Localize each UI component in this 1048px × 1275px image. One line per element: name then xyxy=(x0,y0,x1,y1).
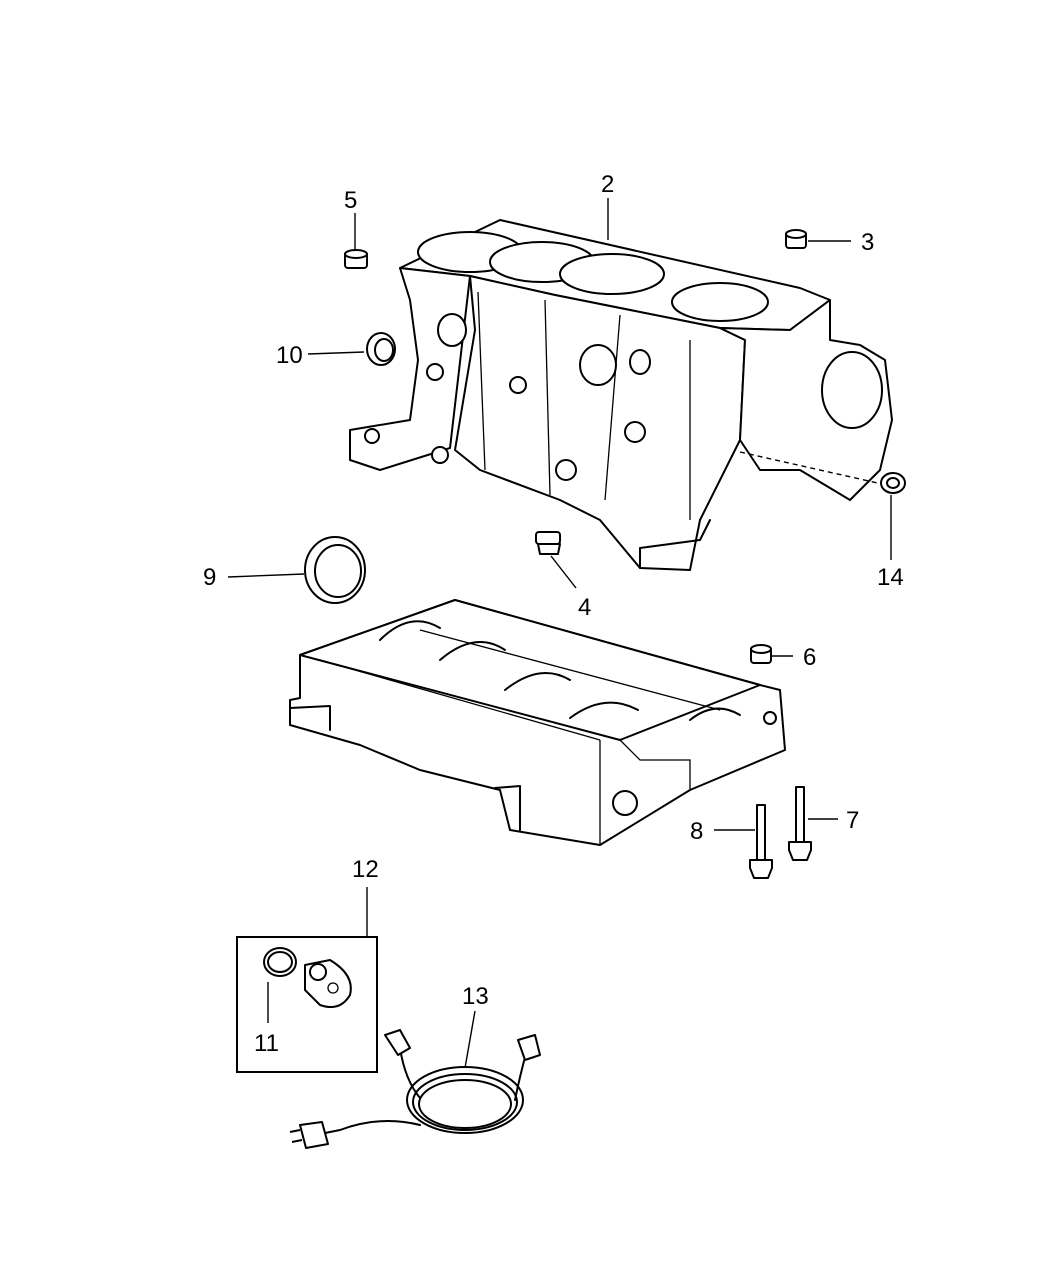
plug-4 xyxy=(535,531,561,555)
callout-part-4: 4 xyxy=(578,594,591,621)
dowel-6 xyxy=(750,644,772,664)
rear-seal-9 xyxy=(304,536,366,604)
plug-14 xyxy=(880,472,906,494)
bolt-8 xyxy=(749,804,773,879)
heater-cord-13 xyxy=(289,1029,541,1149)
callout-part-5: 5 xyxy=(344,187,357,214)
callout-part-8: 8 xyxy=(690,818,703,845)
dowel-3 xyxy=(785,229,807,249)
bolt-7 xyxy=(788,786,812,861)
callout-part-9: 9 xyxy=(203,564,216,591)
engine-block xyxy=(349,219,893,571)
callout-part-11: 11 xyxy=(254,1030,279,1057)
callout-part-14: 14 xyxy=(877,564,904,591)
leader-lines xyxy=(227,198,892,1069)
callout-part-6: 6 xyxy=(803,644,816,671)
bedplate xyxy=(289,599,786,846)
seal-10 xyxy=(366,332,396,366)
callout-part-12: 12 xyxy=(352,856,379,883)
dowel-5 xyxy=(344,249,368,269)
heater-kit-box xyxy=(236,936,378,1073)
callout-part-10: 10 xyxy=(276,342,303,369)
callout-part-2: 2 xyxy=(601,171,614,198)
callout-part-7: 7 xyxy=(846,807,859,834)
callout-labels: 2 3 4 5 6 7 8 9 10 11 12 13 14 xyxy=(203,171,904,1057)
callout-part-13: 13 xyxy=(462,983,489,1010)
callout-part-3: 3 xyxy=(861,229,874,256)
